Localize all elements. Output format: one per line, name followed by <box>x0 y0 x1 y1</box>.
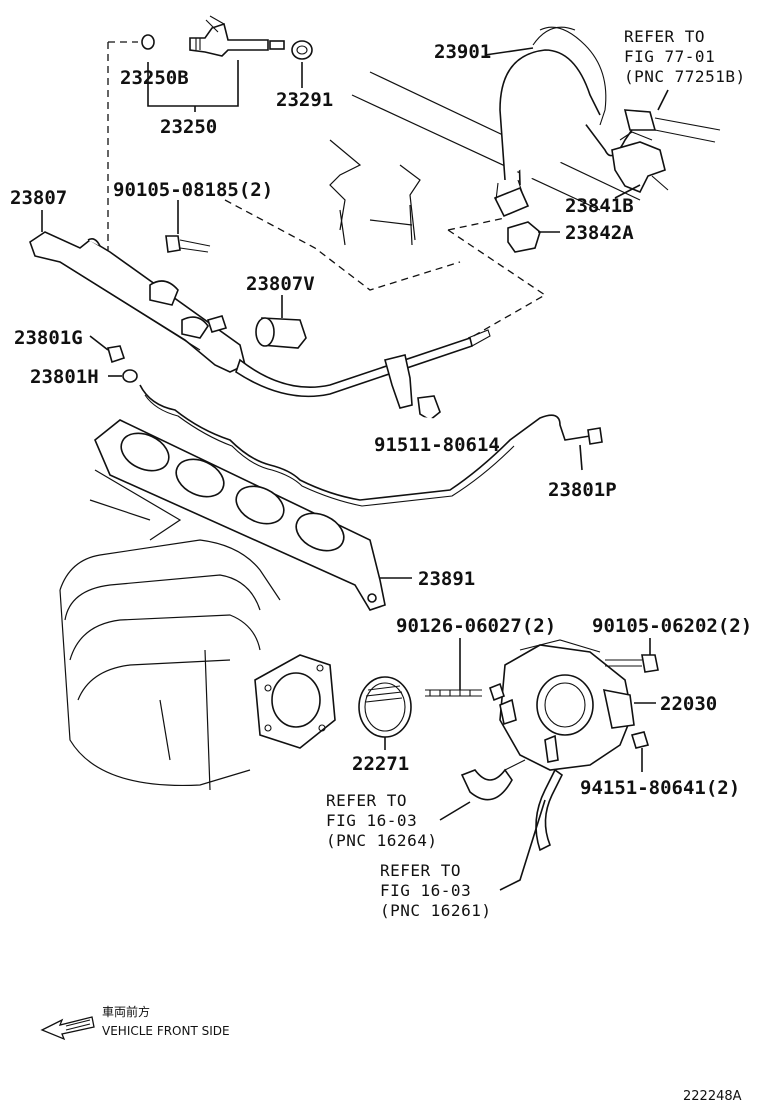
figure-id: 222248A <box>683 1089 742 1104</box>
label-23807: 23807 <box>10 187 67 209</box>
o-ring-23250b[interactable] <box>141 34 155 50</box>
throttle-body[interactable] <box>489 639 635 771</box>
fuel-pipe[interactable] <box>235 329 491 409</box>
insulator-23291[interactable] <box>291 40 313 60</box>
nut-94151-80641[interactable] <box>630 731 650 749</box>
label-23801h: 23801H <box>30 366 99 388</box>
bolt-91511-80614[interactable] <box>417 395 441 421</box>
svg-text:(PNC 77251B): (PNC 77251B) <box>624 67 746 86</box>
label-23891: 23891 <box>418 568 475 590</box>
svg-text:FIG 16-03: FIG 16-03 <box>380 881 471 900</box>
label-90126-06027: 90126-06027(2) <box>396 615 556 637</box>
label-23841b: 23841B <box>565 195 634 217</box>
water-hose-16261[interactable] <box>535 768 564 852</box>
clamp-23842a[interactable] <box>507 221 541 253</box>
fuel-hose[interactable] <box>493 26 721 218</box>
bolt-90105-08185[interactable] <box>165 235 211 253</box>
label-23801p: 23801P <box>548 479 617 501</box>
label-94151-80641: 94151-80641(2) <box>580 777 740 799</box>
washer-23801h[interactable] <box>122 369 138 383</box>
svg-text:(PNC 16264): (PNC 16264) <box>326 831 437 850</box>
front-arrow-icon <box>40 1016 95 1041</box>
ref-note-fig-16-03-16264: REFER TO FIG 16-03 (PNC 16264) <box>326 791 437 850</box>
label-22030: 22030 <box>660 693 717 715</box>
label-23250: 23250 <box>160 116 217 138</box>
clamp-23841b[interactable] <box>611 131 669 194</box>
vacuum-line[interactable] <box>139 384 603 507</box>
label-23801g: 23801G <box>14 327 83 349</box>
svg-text:REFER TO: REFER TO <box>624 27 705 46</box>
label-23901: 23901 <box>434 41 491 63</box>
fuel-injector[interactable] <box>189 15 285 57</box>
stud-90126-06027[interactable] <box>425 689 482 697</box>
bolt-23801g[interactable] <box>106 345 126 364</box>
vehicle-front-legend: 車両前方 VEHICLE FRONT SIDE <box>40 1004 230 1041</box>
ref-note-fig-16-03-16261: REFER TO FIG 16-03 (PNC 16261) <box>380 861 491 920</box>
svg-text:REFER TO: REFER TO <box>326 791 407 810</box>
svg-text:REFER TO: REFER TO <box>380 861 461 880</box>
label-23291: 23291 <box>276 89 333 111</box>
intake-manifold-gasket[interactable] <box>94 419 386 611</box>
intake-manifold <box>59 539 336 791</box>
spacer-23807v[interactable] <box>255 317 307 349</box>
label-91511-80614: 91511-80614 <box>374 434 500 456</box>
label-22271: 22271 <box>352 753 409 775</box>
svg-text:FIG 77-01: FIG 77-01 <box>624 47 715 66</box>
svg-text:FIG 16-03: FIG 16-03 <box>326 811 417 830</box>
ref-note-fig-77-01: REFER TO FIG 77-01 (PNC 77251B) <box>624 27 746 86</box>
fuel-delivery-pipe[interactable] <box>29 231 246 373</box>
svg-text:(PNC 16261): (PNC 16261) <box>380 901 491 920</box>
label-90105-06202: 90105-06202(2) <box>592 615 752 637</box>
legend-english: VEHICLE FRONT SIDE <box>102 1024 230 1038</box>
label-23250b: 23250B <box>120 67 189 89</box>
label-90105-08185: 90105-08185(2) <box>113 179 273 201</box>
label-23842a: 23842A <box>565 222 634 244</box>
throttle-gasket[interactable] <box>358 676 412 738</box>
water-hose-16264[interactable] <box>460 759 526 801</box>
legend-japanese: 車両前方 <box>102 1004 150 1019</box>
label-23807v: 23807V <box>246 273 315 295</box>
